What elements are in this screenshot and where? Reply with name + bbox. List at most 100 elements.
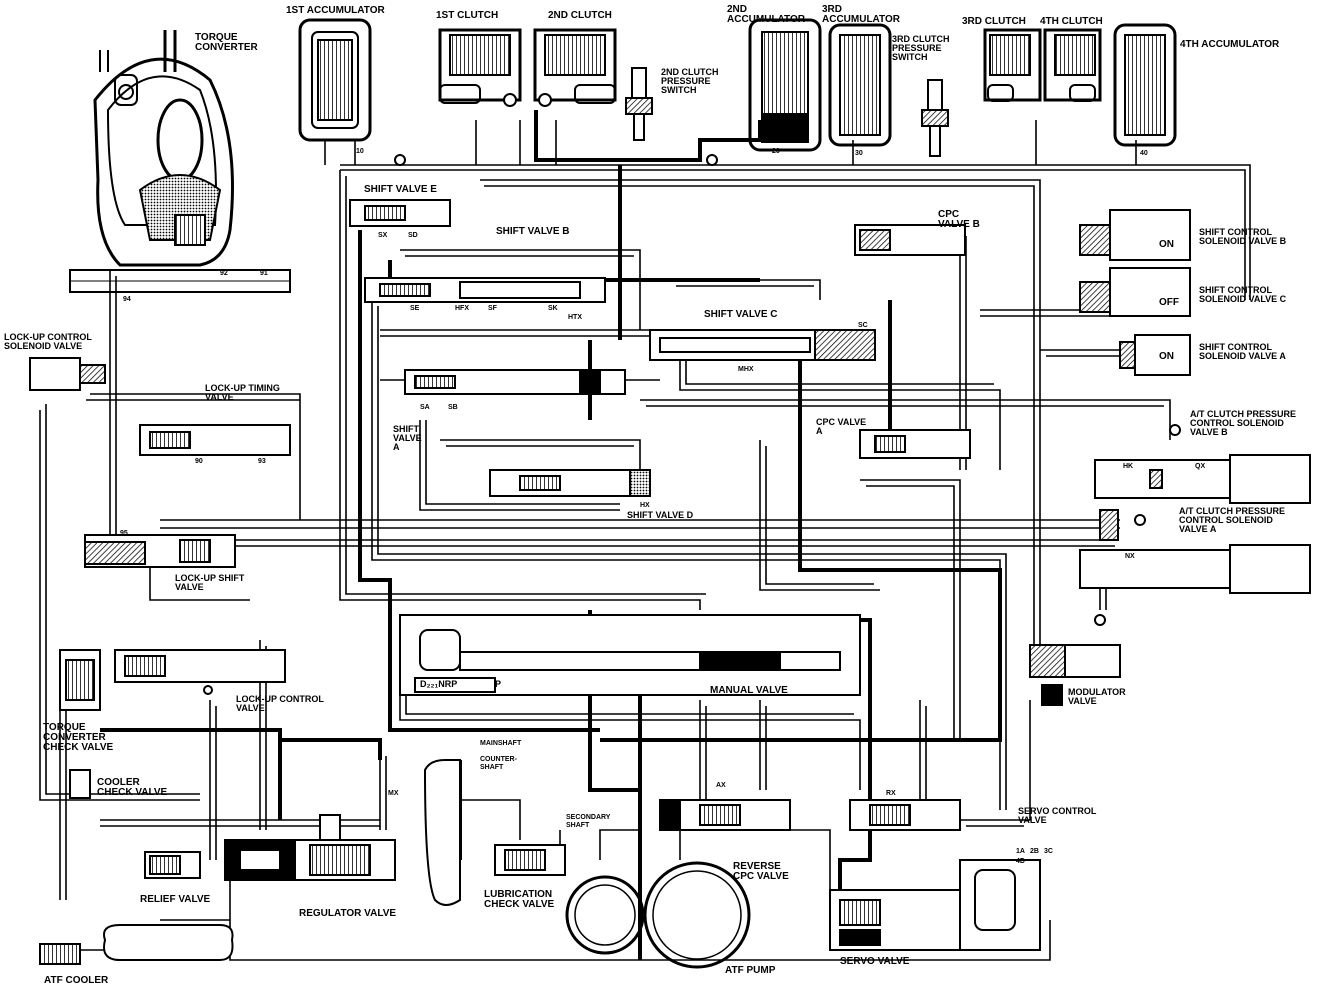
- clutch-3rd: [983, 28, 1042, 102]
- shift-valve-d-body: [489, 469, 651, 497]
- reservoir: [103, 924, 234, 961]
- label-clutch-4th: 4TH CLUTCH: [1040, 16, 1103, 27]
- label-shift-valve-b: SHIFT VALVE B: [496, 226, 570, 237]
- port-label: SF: [488, 305, 497, 312]
- label-shift-solenoid-c: SHIFT CONTROL SOLENOID VALVE C: [1199, 285, 1287, 304]
- label-solenoid-a-state: ON: [1159, 351, 1174, 362]
- port-label: 90: [195, 458, 203, 465]
- port-label: 91: [260, 270, 268, 277]
- label-atf-pump: ATF PUMP: [725, 965, 776, 976]
- label-accumulator-2nd: 2ND ACCUMULATOR: [727, 4, 805, 25]
- lockup-solenoid-body: [29, 357, 81, 391]
- label-lubrication-check-valve: LUBRICATION CHECK VALVE: [484, 889, 555, 910]
- label-lockup-timing-valve: LOCK-UP TIMING VALVE: [205, 383, 280, 402]
- label-at-solenoid-b: A/T CLUTCH PRESSURE CONTROL SOLENOID VAL…: [1190, 409, 1297, 437]
- label-lockup-control-solenoid: LOCK-UP CONTROL SOLENOID VALVE: [4, 332, 92, 351]
- port-label: QX: [1195, 463, 1206, 470]
- port-label: HX: [640, 502, 650, 509]
- label-clutch-3rd: 3RD CLUTCH: [962, 16, 1026, 27]
- label-shift-valve-c: SHIFT VALVE C: [704, 309, 778, 320]
- port-label: SC: [858, 322, 868, 329]
- label-clutch-2nd: 2ND CLUTCH: [548, 10, 612, 21]
- port-label: HTX: [568, 314, 582, 321]
- port-label: NX: [1125, 553, 1135, 560]
- label-solenoid-b-state: ON: [1159, 239, 1174, 250]
- pressure-switch-2nd: [625, 67, 653, 141]
- solenoid-a-body: [1134, 334, 1191, 376]
- label-clutch-1st: 1ST CLUTCH: [436, 10, 499, 21]
- port-label: AX: [716, 782, 726, 789]
- port-label: RX: [886, 790, 896, 797]
- label-modulator-valve: MODULATOR VALVE: [1068, 687, 1126, 706]
- label-solenoid-c-state: OFF: [1159, 297, 1179, 308]
- hydraulic-lines: [39, 120, 1251, 961]
- solenoid-b-body: [1109, 209, 1191, 261]
- label-accumulator-4th: 4TH ACCUMULATOR: [1180, 39, 1280, 50]
- port-label: 10: [356, 148, 364, 155]
- check-balls: [203, 154, 1181, 695]
- port-label: MX: [388, 790, 399, 797]
- atf-pump: [565, 861, 751, 969]
- label-cooler-check-valve: COOLER CHECK VALVE: [97, 777, 168, 798]
- label-lockup-control-valve: LOCK-UP CONTROL VALVE: [236, 694, 324, 713]
- port-label: 94: [123, 296, 131, 303]
- port-label: SE: [410, 305, 420, 312]
- label-cpc-valve-a: CPC VALVE A: [816, 417, 867, 436]
- label-accumulator-1st: 1ST ACCUMULATOR: [286, 5, 385, 16]
- port-label: 30: [855, 150, 863, 157]
- port-label: 20: [772, 148, 780, 155]
- port-label: SD: [408, 232, 418, 239]
- accumulator-3rd: [828, 23, 892, 147]
- port-label: 1A: [1016, 848, 1025, 855]
- label-tc-check-valve: TORQUE CONVERTER CHECK VALVE: [43, 722, 114, 753]
- label-at-solenoid-a: A/T CLUTCH PRESSURE CONTROL SOLENOID VAL…: [1179, 506, 1286, 534]
- port-label: 40: [1140, 150, 1148, 157]
- label-shift-valve-d: SHIFT VALVE D: [627, 510, 694, 520]
- spool-valves: [29, 199, 1311, 965]
- clutch-2nd: [533, 28, 617, 107]
- port-label: MHX: [738, 366, 754, 373]
- label-secondary-shaft: SECONDARY SHAFT: [566, 814, 611, 829]
- port-label: 92: [220, 270, 228, 277]
- port-label: 2B: [1030, 848, 1039, 855]
- pressure-switch-3rd: [921, 79, 949, 157]
- label-park: P: [495, 679, 502, 689]
- clutch-1st: [438, 28, 522, 107]
- port-label: HK: [1123, 463, 1134, 470]
- label-atf-cooler: ATF COOLER: [44, 975, 109, 986]
- label-torque-converter: TORQUE CONVERTER: [195, 32, 258, 53]
- label-reverse-cpc-valve: REVERSE CPC VALVE: [733, 861, 789, 882]
- solenoid-c-body: [1109, 267, 1191, 317]
- torque-converter: [69, 30, 291, 293]
- label-manual-valve: MANUAL VALVE: [710, 685, 788, 696]
- label-shift-valve-a: SHIFT VALVE A: [393, 424, 422, 452]
- label-pressure-switch-3rd: 3RD CLUTCH PRESSURE SWITCH: [892, 34, 950, 62]
- shaft-housing: [423, 759, 461, 906]
- port-label: SA: [420, 404, 430, 411]
- atf-cooler-body: [39, 943, 81, 965]
- label-countershaft: COUNTER- SHAFT: [480, 756, 517, 771]
- port-label: 3C: [1044, 848, 1053, 855]
- label-shift-solenoid-a: SHIFT CONTROL SOLENOID VALVE A: [1199, 342, 1286, 361]
- port-label: SB: [448, 404, 458, 411]
- port-label: SK: [548, 305, 558, 312]
- accumulator-4th: [1113, 23, 1177, 147]
- label-accumulator-3rd: 3RD ACCUMULATOR: [822, 4, 900, 25]
- accumulator-1st: [298, 18, 372, 142]
- clutch-4th: [1043, 28, 1102, 102]
- port-label: 93: [258, 458, 266, 465]
- label-shift-solenoid-b: SHIFT CONTROL SOLENOID VALVE B: [1199, 227, 1287, 246]
- label-cpc-valve-b: CPC VALVE B: [938, 209, 980, 230]
- accumulator-2nd: [748, 18, 822, 152]
- label-lockup-shift-valve: LOCK-UP SHIFT VALVE: [175, 573, 245, 592]
- label-gear-positions: D₂₂₁NRP: [420, 679, 458, 689]
- label-servo-control-valve: SERVO CONTROL VALVE: [1018, 806, 1097, 825]
- port-label: 95: [120, 530, 128, 537]
- label-pressure-switch-2nd: 2ND CLUTCH PRESSURE SWITCH: [661, 67, 719, 95]
- port-label: HFX: [455, 305, 469, 312]
- label-mainshaft: MAINSHAFT: [480, 740, 522, 747]
- label-relief-valve: RELIEF VALVE: [140, 894, 211, 905]
- port-label: 4D: [1016, 858, 1025, 865]
